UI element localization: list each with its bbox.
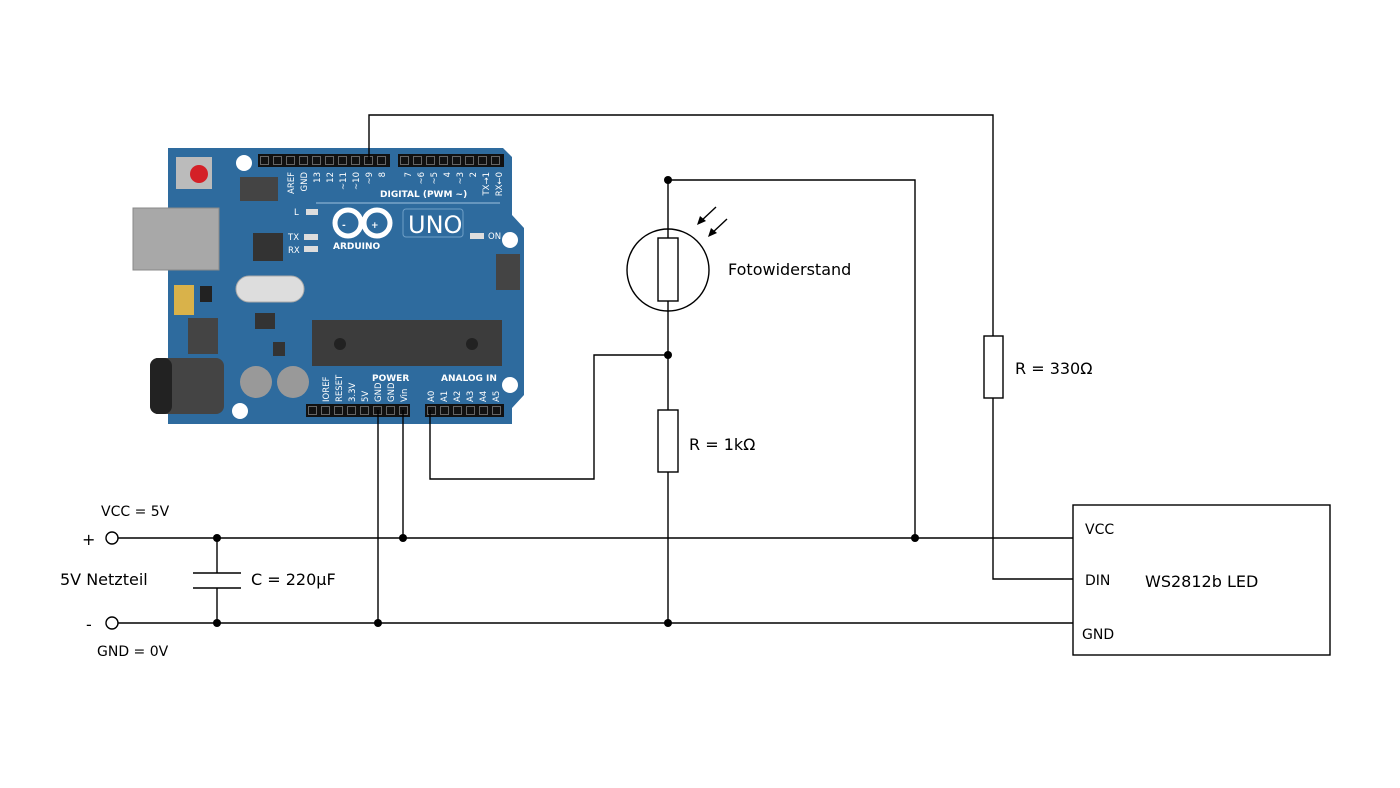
header-pin: [439, 156, 448, 165]
arduino-logo: - + ARDUINO UNO: [332, 207, 464, 252]
header-pin: [386, 406, 395, 415]
r2-label: R = 330Ω: [1015, 359, 1092, 378]
pin-label: Vin: [400, 389, 410, 402]
header-pin: [299, 156, 308, 165]
usb-port: [132, 207, 220, 271]
svg-text:+: +: [371, 221, 379, 231]
pin-label: 4: [443, 172, 453, 177]
header-pin: [466, 406, 475, 415]
header-pin: [377, 156, 386, 165]
pin-label: A4: [479, 391, 489, 402]
pin-label: A2: [453, 391, 463, 402]
svg-text:UNO: UNO: [408, 211, 462, 239]
header-pin: [452, 156, 461, 165]
supply-name: 5V Netzteil: [60, 570, 148, 589]
header-pin: [413, 156, 422, 165]
pin-label: 8: [378, 172, 388, 177]
ws2812b-led-module: [1072, 504, 1331, 656]
arduino-uno-board: - + ARDUINO UNO DIGITAL (PWM ~) POWER AN…: [132, 148, 524, 424]
ldr-label: Fotowiderstand: [728, 260, 851, 279]
svg-text:L: L: [294, 208, 299, 218]
pin-label: 12: [326, 172, 336, 183]
header-pin: [273, 156, 282, 165]
gnd-label: GND = 0V: [97, 644, 169, 660]
r1-label: R = 1kΩ: [689, 435, 755, 454]
header-pin: [440, 406, 449, 415]
pin-label: 5V: [361, 391, 371, 402]
pin-label: ~9: [365, 172, 375, 185]
header-pin: [334, 406, 343, 415]
pin-label: ~6: [417, 172, 427, 185]
plus-label: +: [82, 530, 95, 549]
junction-dots: [213, 176, 919, 627]
header-pin: [465, 156, 474, 165]
header-pin: [427, 406, 436, 415]
pin-label: RESET: [335, 374, 345, 402]
pin-label: ~3: [456, 172, 466, 185]
header-pin: [338, 156, 347, 165]
header-pin: [478, 156, 487, 165]
header-pin: [400, 156, 409, 165]
header-pin: [260, 156, 269, 165]
minus-label: -: [86, 615, 92, 634]
header-pin: [491, 156, 500, 165]
pin-label: IOREF: [322, 377, 332, 402]
svg-text:ARDUINO: ARDUINO: [333, 242, 381, 252]
pin-label: A3: [466, 391, 476, 402]
resistor-330: [983, 335, 1004, 399]
header-pin: [308, 406, 317, 415]
digital-title: DIGITAL (PWM ~): [380, 190, 467, 200]
capacitor: [193, 572, 241, 589]
header-pin: [347, 406, 356, 415]
power-title: POWER: [372, 374, 409, 384]
header-pin: [286, 156, 295, 165]
capacitor-label: C = 220µF: [251, 570, 336, 589]
pin-label: AREF: [287, 172, 297, 194]
pin-label: TX→1: [482, 172, 492, 197]
pin-label: 3.3V: [348, 382, 358, 402]
svg-text:RX: RX: [288, 246, 300, 256]
resistor-1k: [657, 409, 679, 473]
gnd-terminal: [105, 616, 119, 630]
header-pin: [325, 156, 334, 165]
pin-label: A5: [492, 391, 502, 402]
header-pin: [360, 406, 369, 415]
pin-label: ~11: [339, 172, 349, 190]
header-pin: [312, 156, 321, 165]
pin-label: RX←0: [495, 172, 505, 196]
led-pin-vcc: VCC: [1085, 522, 1114, 538]
header-pin: [351, 156, 360, 165]
header-pin: [453, 406, 462, 415]
pin-label: ~10: [352, 172, 362, 190]
led-pin-din: DIN: [1085, 573, 1110, 589]
led-pin-gnd: GND: [1082, 627, 1114, 643]
pin-label: GND: [387, 382, 397, 402]
header-pin: [492, 406, 501, 415]
pin-label: 2: [469, 172, 479, 177]
pin-label: A0: [427, 391, 437, 402]
pin-label: A1: [440, 391, 450, 402]
pin-label: 7: [404, 172, 414, 177]
led-name: WS2812b LED: [1145, 572, 1258, 591]
header-pin: [321, 406, 330, 415]
photoresistor: [626, 206, 728, 312]
vcc-label: VCC = 5V: [101, 504, 170, 520]
header-pin: [426, 156, 435, 165]
svg-text:-: -: [342, 221, 346, 231]
analog-title: ANALOG IN: [441, 374, 497, 384]
pin-label: ~5: [430, 172, 440, 185]
vcc-terminal: [105, 531, 119, 545]
svg-text:TX: TX: [287, 233, 299, 243]
svg-text:ON: ON: [488, 232, 501, 242]
pin-label: 13: [313, 172, 323, 183]
pin-label: GND: [300, 172, 310, 192]
pin-label: GND: [374, 382, 384, 402]
header-pin: [479, 406, 488, 415]
